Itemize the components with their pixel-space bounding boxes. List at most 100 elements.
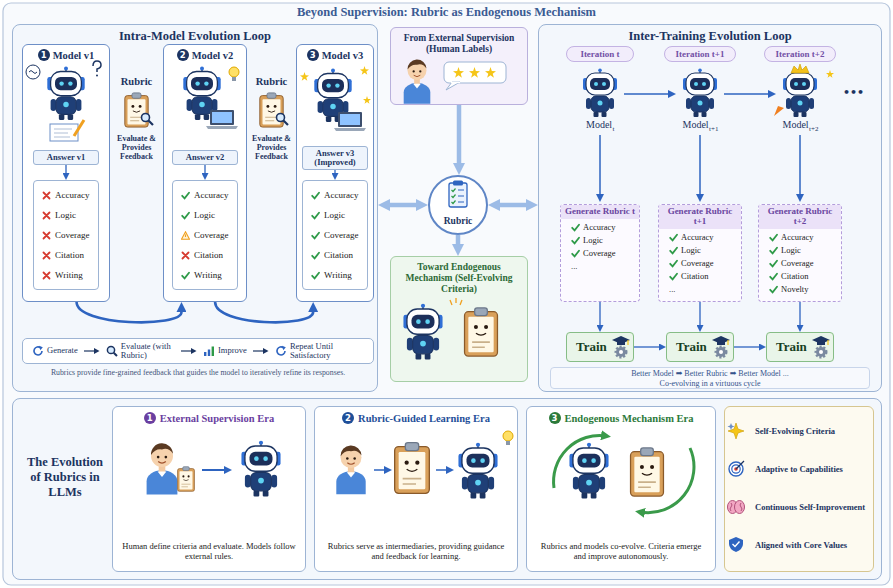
- icon-ok: [769, 233, 778, 242]
- criterion-text: Accuracy: [681, 232, 714, 242]
- callout-number: 3: [549, 412, 561, 424]
- criterion-text: Citation: [781, 271, 808, 281]
- checklist-row: Citation: [659, 270, 741, 283]
- icon-ok: [181, 271, 190, 280]
- checklist-box: AccuracyLogicCoverageCitationWriting: [172, 180, 238, 290]
- callout-number: 2: [177, 49, 189, 61]
- box-text: Answer v1: [34, 153, 98, 162]
- rubric-heading: Generate Rubric t+2: [759, 205, 841, 229]
- checklist-row: Citation: [311, 245, 367, 265]
- node-fill: [172, 180, 238, 290]
- checklist-row: Logic: [181, 205, 237, 225]
- node-fill: [560, 204, 640, 302]
- icon-ok: [769, 272, 778, 281]
- iteration-pill: Iteration t+2: [764, 46, 836, 62]
- loop-step: Generate: [32, 345, 78, 357]
- checklist-row: Accuracy: [42, 185, 98, 205]
- checklist-row: Logic: [311, 205, 367, 225]
- criterion-text: Citation: [324, 250, 353, 260]
- note-text: Rubrics provide fine-grained feedback th…: [20, 368, 376, 377]
- model-box: 1Model v1Answer v1AccuracyLogicCoverageC…: [22, 44, 110, 302]
- connector: [634, 346, 659, 347]
- rubric-clipboard: [125, 93, 288, 127]
- iteration-pill: Iteration t: [566, 46, 634, 62]
- callout-number: 1: [38, 49, 50, 61]
- era-box: 1External Supervision EraHuman define cr…: [112, 406, 306, 572]
- robot-figure: [26, 61, 101, 141]
- node-fill: [428, 175, 488, 235]
- step-text: Improve: [218, 346, 247, 355]
- robot-figure: [300, 66, 371, 131]
- icon-x: [181, 251, 190, 260]
- connector: [599, 302, 600, 325]
- checklist-box: AccuracyLogicCoverageCitationWriting: [302, 180, 368, 290]
- criterion-text: Accuracy: [55, 190, 89, 200]
- connector: [456, 235, 461, 244]
- checklist-row: Citation: [181, 245, 237, 265]
- loop-step: Repeat Until Satisfactory: [275, 342, 364, 361]
- checklist-row: Logic: [659, 244, 741, 257]
- node-fill: [12, 398, 882, 580]
- node-fill: [538, 24, 882, 392]
- icon-ok: [669, 259, 678, 268]
- rubric-box: Generate Rubric t+1AccuracyLogicCoverage…: [658, 204, 742, 302]
- icon-arr: [84, 347, 100, 355]
- step-text: Evaluate (with Rubric): [121, 342, 175, 361]
- era-figures: [147, 431, 694, 513]
- box-text: Iteration t+2: [765, 47, 835, 61]
- icon-ok: [311, 231, 320, 240]
- icon-arr: [253, 347, 269, 355]
- header-row: 2 Rubric-Guided Learning Era: [315, 407, 517, 424]
- diagram-title: Beyond Supervision: Rubric as Endogenous…: [0, 5, 893, 20]
- node-fill: [112, 406, 306, 572]
- connector: [799, 302, 800, 325]
- criterion-text: Writing: [194, 270, 222, 280]
- node-fill: [22, 44, 110, 302]
- box-text: Train: [676, 333, 733, 361]
- loop-step: Improve: [203, 345, 247, 357]
- box-title: Rubric-Guided Learning Era: [358, 413, 490, 424]
- checklist-row: ...: [561, 260, 639, 273]
- panel-title: Inter-Training Evolution Loop: [539, 25, 881, 44]
- rubric-label: Rubric: [247, 76, 296, 87]
- iteration-pill: Iteration t+1: [664, 46, 736, 62]
- box-text: From External Supervision (Human Labels): [395, 33, 523, 55]
- box-title: External Supervision Era: [160, 413, 274, 424]
- era-description: Human define criteria and evaluate. Mode…: [113, 541, 305, 571]
- subscript: t+2: [809, 125, 818, 133]
- node-fill: [12, 24, 378, 392]
- loop-box: Generate Evaluate (with Rubric) Improve Rep…: [22, 338, 374, 364]
- criterion-text: Coverage: [781, 258, 814, 268]
- robot-figure: [183, 66, 239, 129]
- node-fill: [390, 27, 528, 105]
- header-row: 2Model v2: [164, 45, 246, 61]
- checklist-row: Coverage: [561, 247, 639, 260]
- header-row: 3Endogenous Mechanism Era: [527, 407, 715, 424]
- checklist-row: Writing: [311, 265, 367, 285]
- era-box: 3Endogenous Mechanism EraRubrics and mod…: [526, 406, 716, 572]
- checklist-row: Accuracy: [311, 185, 367, 205]
- icon-ok: [311, 271, 320, 280]
- criterion-text: Novelty: [781, 284, 808, 294]
- header-row: 1External Supervision Era: [113, 407, 305, 424]
- criterion-text: Logic: [324, 210, 345, 220]
- criterion-text: ...: [571, 261, 577, 271]
- criterion-text: Coverage: [583, 248, 616, 258]
- connector: [699, 302, 700, 325]
- icon-ok: [311, 191, 320, 200]
- connector: [500, 203, 526, 208]
- connector: [334, 170, 335, 173]
- node-fill: [172, 150, 238, 165]
- rubric-box: Generate Rubric t+2AccuracyLogicCoverage…: [758, 204, 842, 302]
- node-fill: [666, 332, 734, 362]
- checklist-box: AccuracyLogicCoverageCitationWriting: [33, 180, 99, 290]
- criterion-text: Accuracy: [194, 190, 228, 200]
- subscript: t: [613, 125, 615, 133]
- connector: [215, 302, 313, 322]
- model-label: Model: [783, 119, 809, 130]
- model-box: 3Model v3Answer v3 (Improved)AccuracyLog…: [296, 44, 374, 302]
- callout-number: 2: [342, 412, 354, 424]
